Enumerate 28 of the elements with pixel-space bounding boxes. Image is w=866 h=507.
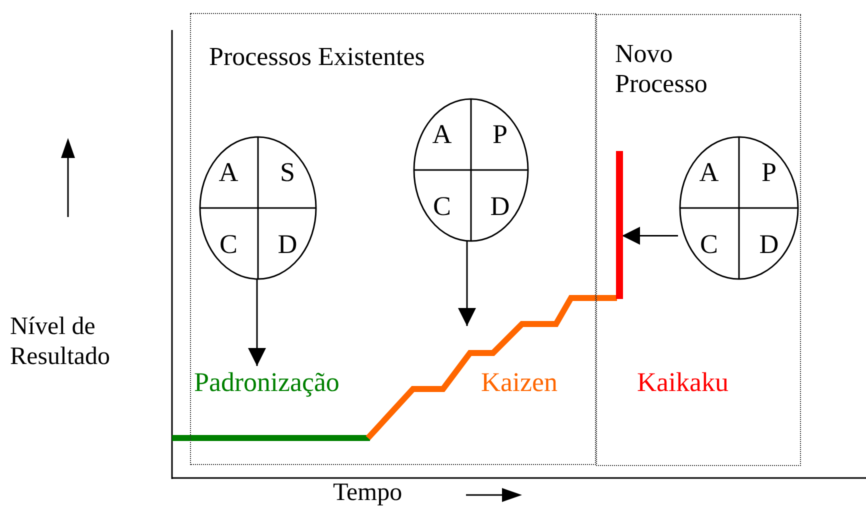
quadrant-letter: D	[490, 192, 510, 220]
arrow	[248, 279, 266, 366]
quadrant-letter: P	[761, 158, 777, 186]
axis-label: Tempo	[333, 478, 404, 507]
quadrant-letter: C	[432, 192, 451, 220]
pdca-circle	[679, 136, 799, 280]
stage-label: Kaikaku	[637, 367, 757, 401]
frame-heading: Processos Existentes	[209, 42, 426, 72]
quadrant-letter: D	[759, 230, 779, 258]
pdca-circle	[199, 136, 317, 280]
quadrant-letter: D	[278, 230, 298, 258]
quadrant-letter: A	[432, 120, 452, 148]
quadrant-letter: S	[280, 158, 296, 186]
quadrant-letter: P	[492, 120, 508, 148]
quadrant-letter: C	[219, 230, 238, 258]
quadrant-letter: A	[218, 158, 238, 186]
stage-label: Padronização	[194, 367, 366, 401]
dotted-frame	[190, 13, 596, 465]
pdca-circle	[413, 98, 529, 242]
arrow	[458, 241, 476, 326]
frame-heading: Novo Processo	[615, 39, 708, 99]
result-bar	[616, 151, 623, 299]
arrow	[622, 226, 678, 245]
stage-label: Kaizen	[481, 367, 577, 401]
quadrant-letter: A	[699, 158, 719, 186]
axis-label: Nível de Resultado	[10, 312, 111, 372]
quadrant-letter: C	[700, 230, 718, 258]
dotted-frame	[596, 14, 801, 466]
